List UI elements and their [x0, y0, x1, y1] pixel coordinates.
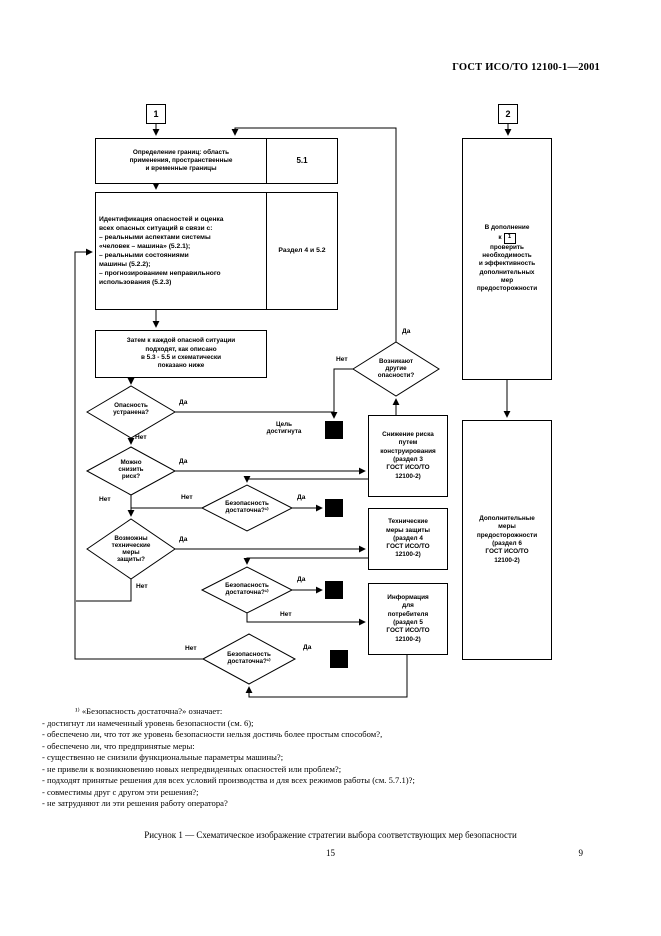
box-information-for-use: Информация для потребителя (раздел 5 ГОС…: [368, 583, 448, 655]
decision-safeguards-possible-diamond: [86, 518, 176, 580]
footnote-intro: ¹⁾ «Безопасность достаточна?» означает:: [75, 706, 223, 716]
branch-no-label: Нет: [181, 494, 193, 501]
footnote-item: - совместимы друг с другом эти решения?;: [42, 786, 199, 797]
branch-no-label: Нет: [336, 356, 348, 363]
ref-square-2: 2: [498, 104, 518, 124]
branch-yes-label: Да: [402, 328, 411, 335]
connectors: [74, 124, 512, 698]
decision-risk-reduce-label: Можно снизить риск?: [118, 459, 144, 481]
footnote-item: - не привели к возникновению новых непре…: [42, 763, 342, 774]
branch-yes-label: Да: [179, 536, 188, 543]
decision-other-hazards-diamond: [352, 341, 440, 397]
decision-hazard-eliminated-label: Опасность устранена?: [113, 402, 149, 417]
branch-yes-label: Да: [297, 576, 306, 583]
terminator-square: [325, 499, 343, 517]
decision-diamonds: [85, 341, 440, 685]
box-additional-check-refrow: к 1: [498, 232, 516, 244]
decision-safeguards-possible-label: Возможны технические меры защиты?: [111, 535, 151, 564]
box-additional-precautions: Дополнительные меры предосторожности (ра…: [462, 420, 552, 660]
footnote-block: ¹⁾ «Безопасность достаточна?» означает: …: [42, 706, 608, 810]
terminator-square: [330, 650, 348, 668]
page-header: ГОСТ ИСО/ТО 12100-1—2001: [452, 62, 600, 73]
box-additional-check-prefix: к: [498, 234, 502, 241]
decision-risk-reduce-diamond: [85, 446, 177, 496]
branch-no-label: Нет: [135, 434, 147, 441]
box-risk-reduction-by-design: Снижение риска путем конструирования (ра…: [368, 415, 448, 497]
decision-safety-adequate-2-label: Безопасность достаточна?¹⁾: [225, 582, 269, 597]
branch-no-label: Нет: [280, 611, 292, 618]
box-additional-check-content: В дополнение к 1 проверить необходимость…: [477, 139, 537, 379]
branch-no-label: Нет: [136, 583, 148, 590]
decision-safety-adequate-3-label: Безопасность достаточна?¹⁾: [227, 651, 271, 666]
box-hazard-identification-ref: Раздел 4 и 5.2: [266, 192, 338, 310]
footnote-item: - существенно не снизили функциональные …: [42, 752, 284, 763]
footnote-item: - не затрудняют ли эти решения работу оп…: [42, 798, 228, 809]
box-additional-check-line1: В дополнение: [484, 224, 530, 232]
footnote-item: - обеспечено ли, что предпринятые меры:: [42, 740, 195, 751]
terminator-squares: [325, 421, 348, 668]
page-number-right: 9: [578, 848, 584, 858]
box-additional-check-rest: проверить необходимость и эффективность …: [476, 243, 538, 293]
decision-safety-adequate-1-diamond: [200, 484, 294, 532]
box-additional-check: В дополнение к 1 проверить необходимость…: [462, 138, 552, 380]
box-determine-limits: Определение границ: область применения, …: [95, 138, 267, 184]
footnote-item: - достигнут ли намеченный уровень безопа…: [42, 717, 254, 728]
branch-no-label: Нет: [99, 496, 111, 503]
footnote-item: - обеспечено ли, что тот же уровень безо…: [42, 729, 383, 740]
branch-yes-label: Да: [179, 399, 188, 406]
box-each-situation: Затем к каждой опасной ситуации подходят…: [95, 330, 267, 378]
goal-achieved-label: Цель достигнута: [266, 421, 302, 436]
figure-caption: Рисунок 1 — Схематическое изображение ст…: [144, 830, 517, 840]
page-number-center: 15: [326, 848, 335, 858]
branch-yes-label: Да: [297, 494, 306, 501]
inline-ref-square-1: 1: [503, 232, 516, 244]
decision-safety-adequate-1-label: Безопасность достаточна?¹⁾: [225, 500, 269, 515]
decision-other-hazards-label: Возникают другие опасности?: [377, 358, 415, 380]
footnote-item: - подходят принятые решения для всех усл…: [42, 775, 415, 786]
box-hazard-identification: Идентификация опасностей и оценка всех о…: [95, 192, 267, 310]
decision-hazard-eliminated-diamond: [86, 385, 176, 439]
branch-no-label: Нет: [185, 645, 197, 652]
terminator-square: [325, 421, 343, 439]
decision-safety-adequate-2-diamond: [200, 566, 294, 614]
box-safeguarding-measures: Технические меры защиты (раздел 4 ГОСТ И…: [368, 508, 448, 570]
branch-yes-label: Да: [303, 644, 312, 651]
branch-yes-label: Да: [179, 458, 188, 465]
box-determine-limits-ref: 5.1: [266, 138, 338, 184]
decision-safety-adequate-3-diamond: [201, 633, 297, 685]
ref-square-1: 1: [146, 104, 166, 124]
terminator-square: [325, 581, 343, 599]
